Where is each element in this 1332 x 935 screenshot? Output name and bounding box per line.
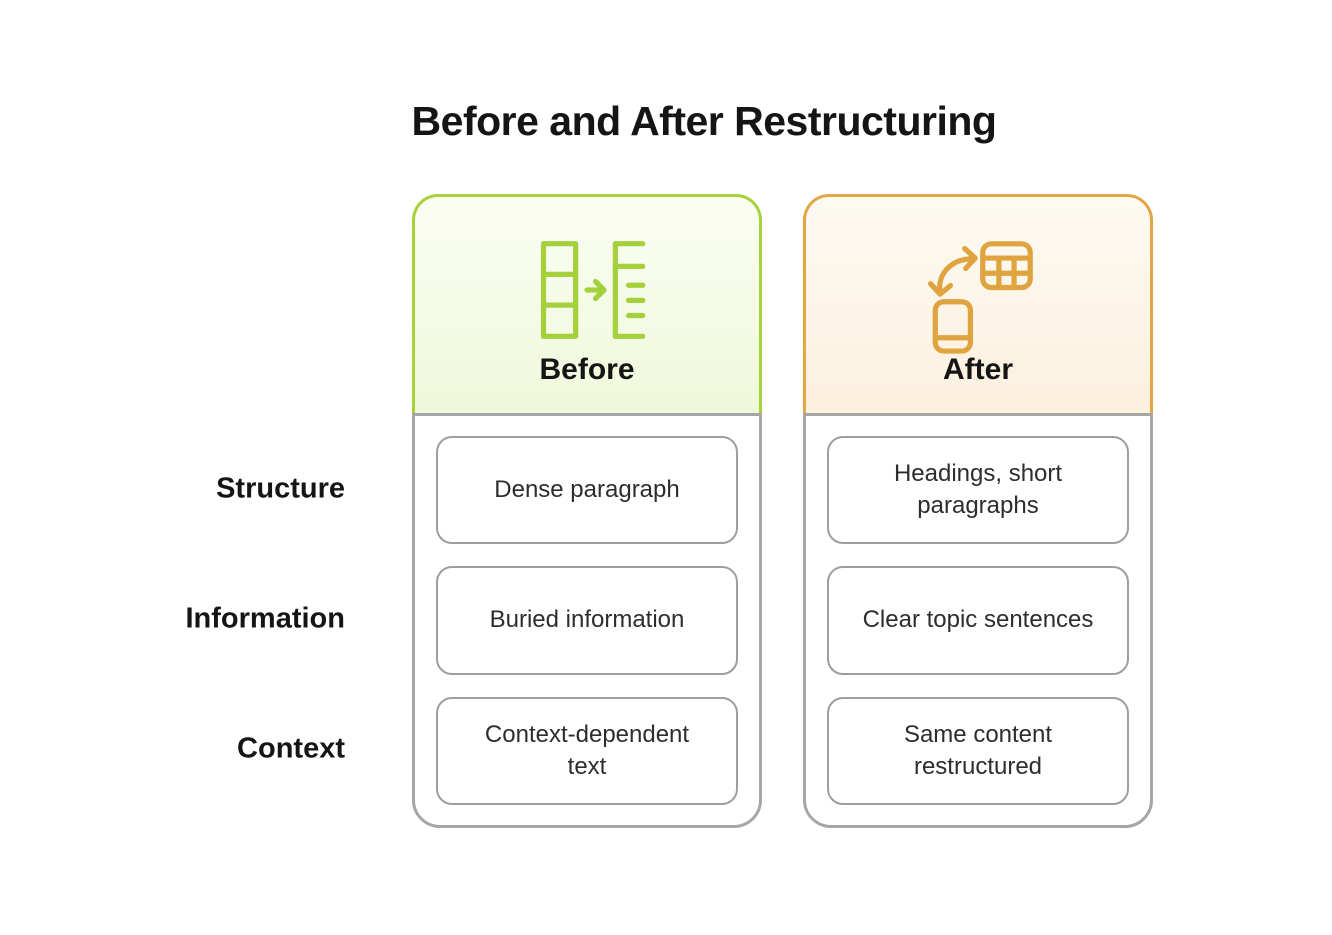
row-label-information: Information — [185, 602, 346, 635]
row-label-structure: Structure — [216, 472, 345, 505]
row-label-context: Context — [237, 732, 345, 765]
cell-before-context: Context-dependent text — [436, 696, 738, 805]
after-header: After — [803, 194, 1153, 413]
before-label: Before — [539, 353, 635, 386]
cell-after-structure: Headings, short paragraphs — [827, 436, 1129, 545]
after-label: After — [942, 353, 1013, 386]
cell-after-information: Clear topic sentences — [827, 566, 1129, 675]
cell-before-structure: Dense paragraph — [436, 436, 738, 545]
cell-after-context: Same content restructured — [827, 696, 1129, 805]
page-title: Before and After Restructuring — [411, 98, 997, 144]
column-to-list-icon — [528, 238, 646, 342]
before-body-panel: Dense paragraph Buried information Conte… — [412, 413, 762, 828]
after-body-panel: Headings, short paragraphs Clear topic s… — [803, 413, 1153, 828]
cell-before-information: Buried information — [436, 566, 738, 675]
after-column: After Headings, short paragraphs Clear t… — [803, 194, 1153, 828]
before-header: Before — [412, 194, 762, 413]
swap-phone-to-table-icon — [922, 238, 1034, 354]
before-column: Before Dense paragraph Buried informatio… — [412, 194, 762, 828]
